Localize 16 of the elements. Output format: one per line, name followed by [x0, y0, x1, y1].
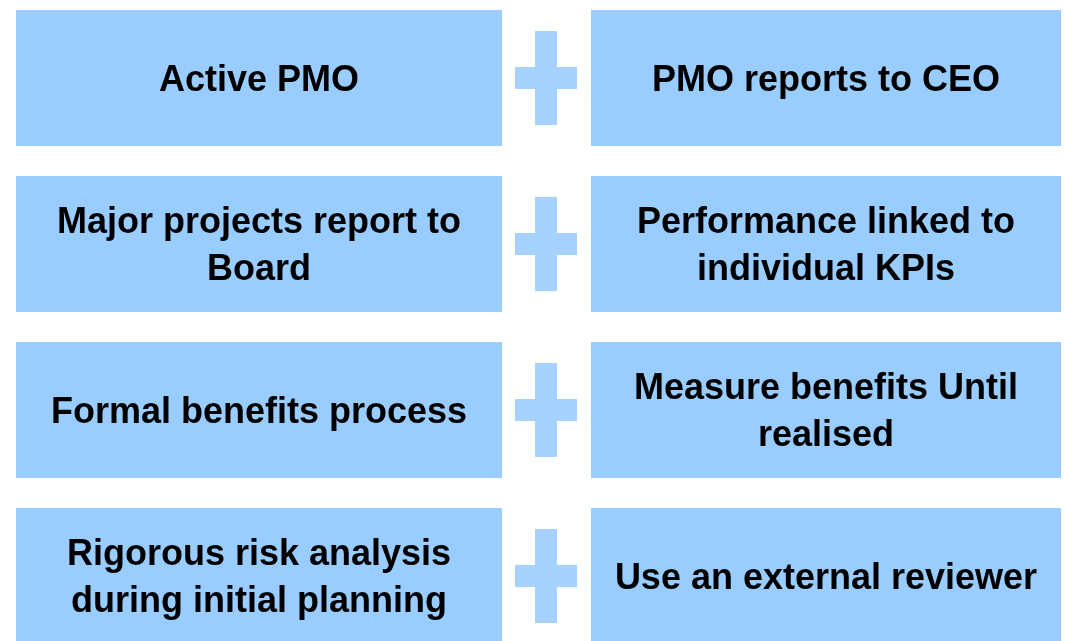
box-label: Use an external reviewer	[614, 554, 1038, 599]
text-box	[16, 508, 502, 641]
text-box	[16, 10, 502, 146]
box-label: Rigorous risk analysis during initial planning	[65, 531, 453, 622]
text-box	[16, 342, 502, 478]
box-label: PMO reports to CEO	[652, 56, 1000, 101]
text-box	[16, 176, 502, 312]
box-label: Performance linked to individual KPIs	[635, 199, 1017, 290]
text-box	[591, 176, 1061, 312]
box-label: Formal benefits process	[50, 388, 468, 433]
box-label: Major projects report to Board	[55, 199, 463, 290]
box-label: Active PMO	[158, 56, 360, 101]
text-box	[591, 10, 1061, 146]
text-box	[591, 508, 1061, 641]
text-box	[591, 342, 1061, 478]
box-label: Measure benefits Until realised	[632, 365, 1020, 456]
